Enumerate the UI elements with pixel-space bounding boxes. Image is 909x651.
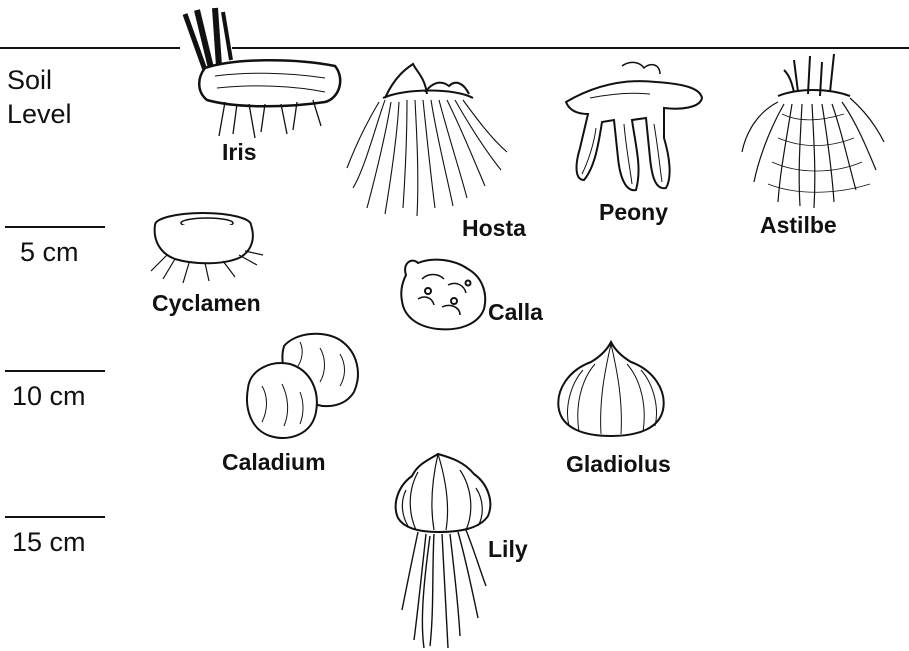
calla-rhizome-icon [398,255,493,335]
cyclamen-label: Cyclamen [152,290,261,317]
caladium-tuber-icon [240,330,365,445]
iris-rhizome-icon [175,8,345,143]
calla-label: Calla [488,299,543,326]
gladiolus-label: Gladiolus [566,451,671,478]
peony-label: Peony [599,199,668,226]
soil-level-label: Soil Level [7,64,72,132]
hosta-roots-icon [345,58,510,218]
gladiolus-corm-icon [555,340,670,440]
soil-level-line-left [0,47,180,49]
astilbe-roots-icon [738,52,888,212]
iris-label: Iris [222,139,257,166]
depth-5cm-label: 5 cm [20,236,79,270]
depth-10cm-label: 10 cm [12,380,86,414]
hosta-label: Hosta [462,215,526,242]
depth-15cm-label: 15 cm [12,526,86,560]
peony-tuber-icon [560,58,705,193]
caladium-label: Caladium [222,449,326,476]
depth-10cm-line [5,370,105,372]
lily-bulb-icon [388,450,498,650]
astilbe-label: Astilbe [760,212,837,239]
lily-label: Lily [488,536,528,563]
depth-5cm-line [5,226,105,228]
depth-15cm-line [5,516,105,518]
cyclamen-tuber-icon [145,205,265,285]
